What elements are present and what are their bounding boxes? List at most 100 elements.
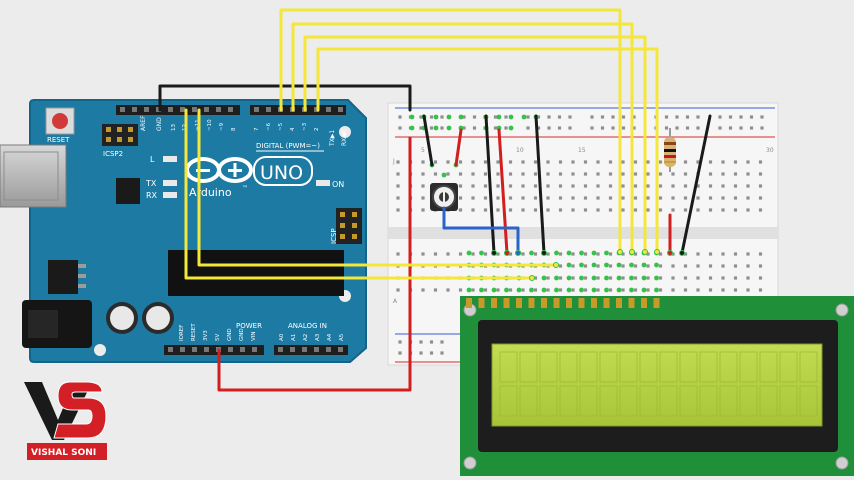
header-pin: [192, 347, 197, 352]
bb-connected-hole: [466, 287, 472, 293]
reset-button-cap[interactable]: [52, 113, 68, 129]
bb-hole: [671, 172, 675, 176]
bb-connected-hole: [566, 287, 572, 293]
bb-hole: [396, 160, 400, 164]
bb-hole: [433, 172, 438, 176]
icsp-header: [336, 208, 362, 244]
bb-hole: [671, 252, 675, 256]
bb-hole: [396, 208, 400, 212]
bb-connected-hole: [629, 287, 634, 293]
bb-hole: [758, 184, 763, 188]
wire-d2: [316, 47, 659, 254]
bb-hole: [583, 252, 588, 256]
rail-hole: [429, 115, 434, 119]
power-pin-label: VIN: [251, 332, 257, 342]
lcd-pin: [478, 298, 485, 308]
bb-hole: [496, 288, 500, 292]
bb-hole: [721, 196, 725, 200]
bb-hole: [508, 196, 513, 200]
power-pin-label: IOREF: [179, 325, 185, 341]
bb-hole: [483, 208, 488, 212]
bb-hole: [583, 276, 588, 280]
led-on-label: ON: [332, 180, 344, 189]
bb-hole: [708, 264, 713, 268]
bb-hole: [546, 276, 550, 280]
bb-hole: [533, 172, 538, 176]
bb-hole: [733, 172, 738, 176]
bb-hole: [471, 172, 475, 176]
bb-hole: [546, 252, 550, 256]
bb-hole: [696, 160, 700, 164]
bb-hole: [646, 184, 650, 188]
potentiometer[interactable]: [430, 183, 458, 211]
bb-hole: [421, 196, 425, 200]
voltage-regulator: [48, 260, 78, 294]
bb-hole: [396, 184, 400, 188]
bb-hole: [521, 172, 525, 176]
lcd-cell: [639, 385, 658, 417]
lcd-16x2-module: [460, 296, 854, 476]
bb-hole: [708, 160, 713, 164]
lcd-pin: [616, 298, 622, 308]
brand-label: Arduino: [189, 186, 232, 199]
analog-pin-label: A3: [315, 333, 321, 341]
rail-hole: [621, 115, 626, 119]
bb-hole: [733, 252, 738, 256]
bb-hole: [496, 196, 500, 200]
lcd-cell: [719, 351, 738, 383]
bb-hole: [708, 196, 713, 200]
bb-hole: [683, 196, 688, 200]
bb-hole: [671, 276, 675, 280]
bb-hole: [671, 196, 675, 200]
rail-hole: [419, 126, 423, 130]
bb-hole: [721, 288, 725, 292]
bb-hole: [733, 288, 738, 292]
bb-hole: [646, 196, 650, 200]
wire-end: [654, 249, 660, 255]
bb-connected-hole: [504, 287, 509, 293]
rail-hole: [440, 351, 444, 355]
bb-hole: [546, 208, 550, 212]
rail-hole: [462, 115, 466, 119]
bb-hole: [696, 196, 700, 200]
bb-hole: [533, 184, 538, 188]
lcd-pin: [466, 298, 472, 308]
rail-hole: [440, 340, 444, 344]
logo-banner: [27, 443, 107, 460]
rail-hole: [462, 126, 466, 130]
bb-hole: [708, 208, 713, 212]
bb-hole: [733, 196, 738, 200]
bb-hole: [683, 252, 688, 256]
header-pin: [168, 347, 173, 352]
bb-hole: [458, 160, 463, 164]
bb-connected-hole: [654, 262, 659, 268]
bb-hole: [608, 160, 613, 164]
bb-hole: [396, 288, 400, 292]
digital-header-right: [250, 105, 346, 115]
power-label: POWER: [236, 322, 262, 330]
rail-hole: [526, 115, 530, 119]
bb-hole: [471, 252, 475, 256]
wire-d11: [197, 108, 558, 267]
bb-hole: [708, 276, 713, 280]
lcd-cell: [759, 385, 778, 417]
bb-connected-hole: [409, 125, 415, 131]
jumper-contrast: [442, 206, 520, 255]
bb-connected-hole: [446, 125, 452, 131]
wire-end: [529, 275, 535, 281]
bb-hole: [546, 160, 550, 164]
rail-hole: [632, 115, 636, 119]
rail-hole: [493, 115, 498, 119]
rail-hole: [568, 126, 572, 130]
bb-connected-hole: [491, 287, 497, 293]
bb-hole: [496, 252, 500, 256]
header-pin: [180, 107, 185, 112]
rail-hole: [536, 115, 541, 119]
bb-hole: [746, 264, 750, 268]
lcd-cell: [559, 385, 578, 417]
wire-d4: [291, 22, 634, 254]
bb-connected-hole: [579, 275, 584, 281]
bb-connected-hole: [508, 125, 514, 131]
bb-hole: [758, 276, 763, 280]
usb-chip: [116, 178, 140, 204]
